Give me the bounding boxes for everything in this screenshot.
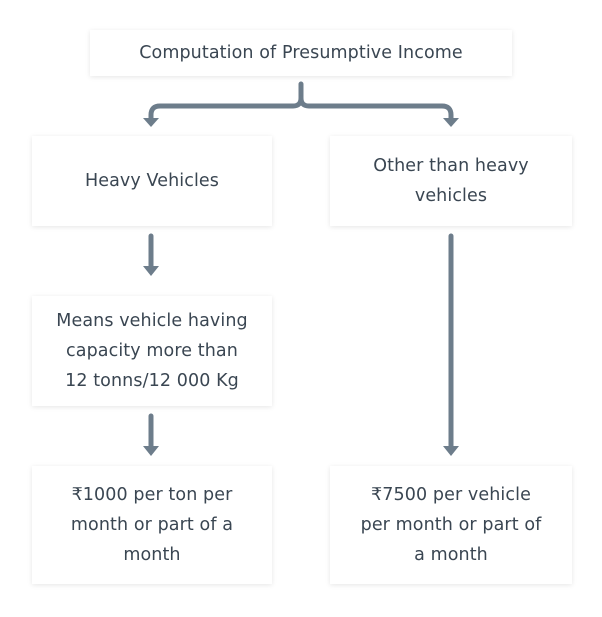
heavy-vehicle-rate-label: ₹1000 per ton per month or part of a mon… xyxy=(70,485,234,565)
other-vehicles-label: Other than heavy vehicles xyxy=(373,156,529,206)
arrowhead-rate-heavy xyxy=(143,446,159,456)
heavy-vehicle-definition-node: Means vehicle having capacity more than … xyxy=(32,296,272,406)
arrowhead-rate-other xyxy=(443,446,459,456)
arrowhead-definition xyxy=(143,266,159,276)
heavy-vehicle-definition-label: Means vehicle having capacity more than … xyxy=(56,311,248,391)
other-vehicle-rate-node: ₹7500 per vehicle per month or part of a… xyxy=(330,466,572,584)
heavy-vehicles-node: Heavy Vehicles xyxy=(32,136,272,226)
arrowhead-left-branch xyxy=(143,118,159,127)
root-node-label: Computation of Presumptive Income xyxy=(139,43,463,63)
heavy-vehicles-label: Heavy Vehicles xyxy=(84,171,220,191)
other-vehicles-node: Other than heavy vehicles xyxy=(330,136,572,226)
arrowhead-right-branch xyxy=(443,118,459,127)
heavy-vehicle-rate-node: ₹1000 per ton per month or part of a mon… xyxy=(32,466,272,584)
root-split-connector-right xyxy=(298,95,454,123)
root-split-connector xyxy=(148,81,304,123)
other-vehicle-rate-label: ₹7500 per vehicle per month or part of a… xyxy=(360,485,542,565)
root-node: Computation of Presumptive Income xyxy=(90,30,512,76)
